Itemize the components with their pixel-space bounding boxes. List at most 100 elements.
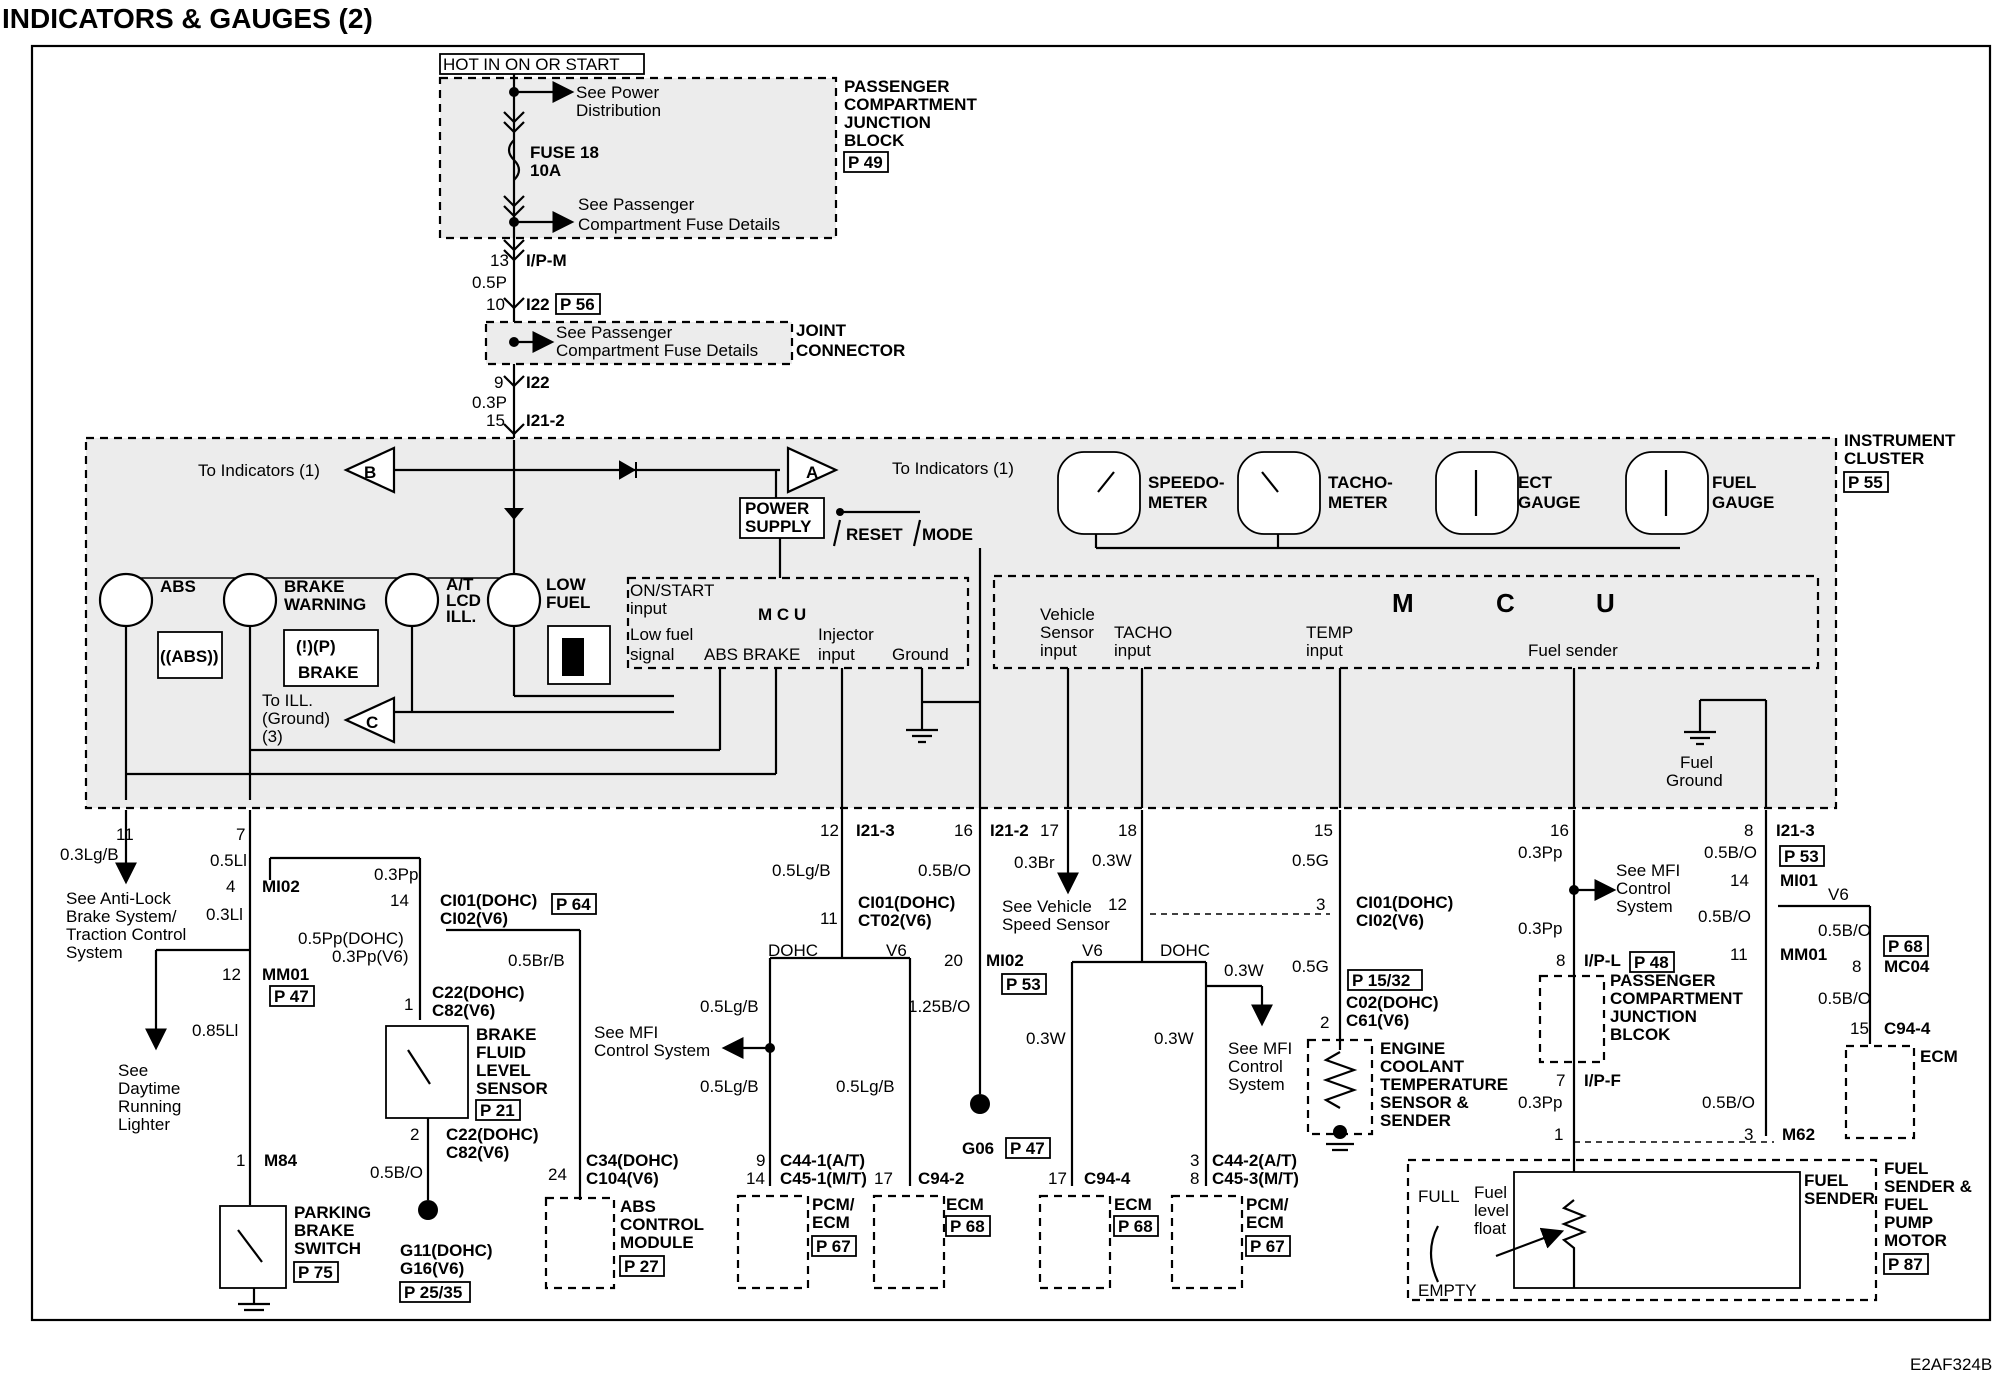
page-ref-box bbox=[269, 985, 315, 1007]
pcjb-b-1: PASSENGER bbox=[1610, 971, 1716, 990]
pcjb-4: BLOCK bbox=[844, 131, 905, 150]
pcjb-page: P 49 bbox=[848, 153, 883, 172]
pin-17c: 17 bbox=[874, 1169, 893, 1188]
mcu-small-box bbox=[626, 576, 970, 670]
pcm-b-2: ECM bbox=[1246, 1213, 1284, 1232]
bfl-2: FLUID bbox=[476, 1043, 526, 1062]
abs-symbol: ((ABS)) bbox=[160, 647, 219, 666]
i21-3b: I21-3 bbox=[1776, 821, 1815, 840]
float-travel-icon bbox=[1429, 1225, 1439, 1283]
w11: 0.3Lg/B bbox=[60, 845, 119, 864]
pcm-ecm-box-b bbox=[1170, 1194, 1244, 1290]
needle bbox=[1097, 471, 1115, 493]
pin-8i: 8 bbox=[1852, 957, 1861, 976]
pcm-a-2: ECM bbox=[812, 1213, 850, 1232]
pin-12b: 12 bbox=[820, 821, 839, 840]
veh-sensor-2: Sensor bbox=[1040, 623, 1094, 642]
splice-dot bbox=[836, 508, 844, 516]
page-ref-box bbox=[1347, 969, 1423, 991]
fs-2: SENDER & bbox=[1884, 1177, 1972, 1196]
w05lgb2: 0.5Lg/B bbox=[700, 997, 759, 1016]
see-mfi-b-2: Control bbox=[1228, 1057, 1283, 1076]
see-vss-2: Speed Sensor bbox=[1002, 915, 1110, 934]
c02-2: C61(V6) bbox=[1346, 1011, 1409, 1030]
pin-1a: 1 bbox=[236, 1151, 245, 1170]
w05bo: 0.5B/O bbox=[370, 1163, 423, 1182]
fuse-10a: 10A bbox=[530, 161, 561, 180]
w05brb: 0.5Br/B bbox=[508, 951, 565, 970]
to-indicators-b: To Indicators (1) bbox=[198, 461, 320, 480]
p1532: P 15/32 bbox=[1352, 971, 1410, 990]
ci01c-2: CI02(V6) bbox=[1356, 911, 1424, 930]
wire-03p: 0.3P bbox=[472, 393, 507, 412]
injector-2: input bbox=[818, 645, 855, 664]
absm-3: MODULE bbox=[620, 1233, 694, 1252]
fs-3: FUEL bbox=[1884, 1195, 1928, 1214]
absm-1: ABS bbox=[620, 1197, 656, 1216]
w05bo2: 0.5B/O bbox=[918, 861, 971, 880]
connector-mark bbox=[503, 195, 525, 218]
ground-icon bbox=[238, 1288, 270, 1312]
p68c: P 68 bbox=[1888, 937, 1923, 956]
p68b: P 68 bbox=[1118, 1217, 1153, 1236]
injector-1: Injector bbox=[818, 625, 874, 644]
c34-2: C104(V6) bbox=[586, 1169, 659, 1188]
pcm-a-1: PCM/ bbox=[812, 1195, 855, 1214]
ecm-b: ECM bbox=[1114, 1195, 1152, 1214]
pin-14c: 14 bbox=[746, 1169, 765, 1188]
ground-point-icon bbox=[970, 1094, 990, 1114]
pin-12a: 12 bbox=[222, 965, 241, 984]
switch-icon bbox=[237, 1229, 263, 1263]
ci01b-1: CI01(DOHC) bbox=[858, 893, 955, 912]
ect-5: SENDER bbox=[1380, 1111, 1451, 1130]
w125bo: 1.25B/O bbox=[908, 997, 970, 1016]
outer-frame bbox=[30, 44, 1992, 1322]
to-ill-1: To ILL. bbox=[262, 691, 313, 710]
ci01a: CI01(DOHC) bbox=[440, 891, 537, 910]
page-ref-box bbox=[1779, 845, 1825, 867]
park-3: SWITCH bbox=[294, 1239, 361, 1258]
w05bo7: 0.5B/O bbox=[1702, 1093, 1755, 1112]
ecm-a: ECM bbox=[946, 1195, 984, 1214]
fuel-pump-icon bbox=[562, 638, 584, 676]
speedometer-icon bbox=[1057, 451, 1141, 535]
cluster-label-2: CLUSTER bbox=[1844, 449, 1924, 468]
ipf: I/P-F bbox=[1584, 1071, 1621, 1090]
absm-2: CONTROL bbox=[620, 1215, 704, 1234]
ground-point-icon bbox=[1333, 1125, 1347, 1139]
abs-symbol-box bbox=[157, 631, 223, 679]
c44-2a: C44-2(A/T) bbox=[1212, 1151, 1297, 1170]
fuel-lvl-2: level bbox=[1474, 1201, 1509, 1220]
w05lgb: 0.5Lg/B bbox=[772, 861, 831, 880]
see-mfi-c-2: Control bbox=[1616, 879, 1671, 898]
v6-b: V6 bbox=[1082, 941, 1103, 960]
low-fuel-sig-2: signal bbox=[630, 645, 674, 664]
dohc-b: DOHC bbox=[1160, 941, 1210, 960]
w05pp-1: 0.5Pp(DOHC) bbox=[298, 929, 404, 948]
ecm-box-c bbox=[1844, 1044, 1916, 1140]
cluster-shade bbox=[86, 438, 1836, 808]
pin-14h: 14 bbox=[1730, 871, 1749, 890]
see-mfi-b-1: See MFI bbox=[1228, 1039, 1292, 1058]
ect-gauge-2: GAUGE bbox=[1518, 493, 1580, 512]
on-start-1: ON/START bbox=[630, 581, 714, 600]
fs-4: PUMP bbox=[1884, 1213, 1933, 1232]
see-abs-1: See Anti-Lock bbox=[66, 889, 171, 908]
w085: 0.85Ll bbox=[192, 1021, 238, 1040]
wire-05p: 0.5P bbox=[472, 273, 507, 292]
junction-block-outline bbox=[438, 76, 838, 240]
page-ref-box bbox=[293, 1261, 339, 1283]
ci02a: CI02(V6) bbox=[440, 909, 508, 928]
sender-resistor-icon bbox=[1561, 1199, 1587, 1288]
connector-mark bbox=[503, 239, 525, 262]
pcm-ecm-box-a bbox=[736, 1194, 810, 1290]
i22b-label: I22 bbox=[526, 373, 550, 392]
p68a: P 68 bbox=[950, 1217, 985, 1236]
p67a: P 67 bbox=[816, 1237, 851, 1256]
p75: P 75 bbox=[298, 1263, 333, 1282]
mcu-small-label: M C U bbox=[758, 605, 806, 624]
conn-b: B bbox=[364, 463, 376, 482]
see-abs-4: System bbox=[66, 943, 123, 962]
page-ref-box bbox=[555, 293, 601, 315]
